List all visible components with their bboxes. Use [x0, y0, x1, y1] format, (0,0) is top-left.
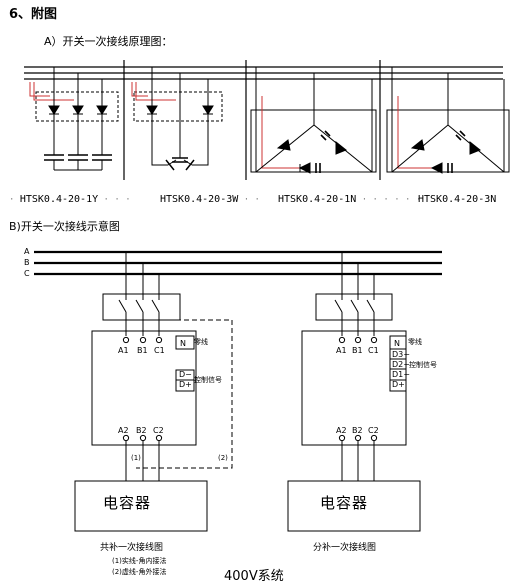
left-neutral: N [180, 339, 186, 348]
phase-label-a: A [24, 247, 30, 256]
scheme-1y [29, 67, 119, 171]
right-neutral: N [394, 339, 400, 348]
right-terminal-b2: B2 [352, 426, 363, 435]
left-unit [74, 252, 233, 532]
left-terminal-a2: A2 [118, 426, 129, 435]
phase-label-c: C [24, 269, 30, 278]
right-terminal-c1: C1 [368, 346, 379, 355]
left-neutral-label: 零线 [194, 338, 208, 346]
model-label-1: · HTSK0.4-20-1Y · · · [9, 194, 131, 205]
part-a-dividers [123, 60, 381, 180]
model-label-4: HTSK0.4-20-3N [418, 194, 497, 205]
scheme-3w [131, 67, 223, 171]
part-a-title: A）开关一次接线原理图： [44, 35, 173, 48]
left-control-label: 控制信号 [194, 376, 222, 384]
scheme-3n [386, 67, 510, 174]
left-terminal-a1: A1 [118, 346, 129, 355]
left-terminal-c1: C1 [154, 346, 165, 355]
part-a-busbars [24, 66, 503, 80]
right-signal-dplus: D+ [392, 380, 405, 389]
left-terminal-b2: B2 [136, 426, 147, 435]
right-terminal-a2: A2 [336, 426, 347, 435]
right-control-label: 控制信号 [409, 361, 437, 369]
left-terminal-c2: C2 [153, 426, 164, 435]
right-neutral-label: 零线 [408, 338, 422, 346]
right-terminal-b1: B1 [352, 346, 363, 355]
left-path-2: (2) [218, 454, 228, 462]
right-terminal-c2: C2 [368, 426, 379, 435]
model-label-2: HTSK0.4-20-3W · · [160, 194, 260, 205]
left-note-2: (2)虚线-角外接法 [112, 568, 167, 576]
section-title: 6、附图 [9, 7, 58, 22]
left-d-minus: D− [179, 370, 192, 379]
right-signal-d2: D2− [392, 360, 410, 369]
right-caption: 分补一次接线图 [313, 543, 377, 553]
scheme-1n [250, 67, 377, 174]
system-label: 400V系统 [224, 569, 284, 584]
right-capacitor-label: 电容器 [320, 494, 369, 512]
part-b-busbars [34, 250, 442, 276]
right-unit [287, 252, 421, 532]
phase-label-b: B [24, 258, 30, 267]
right-signal-d1: D1− [392, 370, 410, 379]
left-d-plus: D+ [179, 380, 192, 389]
left-capacitor-label: 电容器 [103, 494, 152, 512]
part-b-title: B)开关一次接线示意图 [9, 220, 120, 233]
left-path-1: (1) [131, 454, 141, 462]
model-label-3: HTSK0.4-20-1N · · · · · · [278, 194, 422, 205]
left-note-1: (1)实线-角内接法 [112, 557, 167, 565]
right-signal-d3: D3− [392, 350, 410, 359]
left-terminal-b1: B1 [137, 346, 148, 355]
left-caption: 共补一次接线图 [100, 543, 164, 553]
right-terminal-a1: A1 [336, 346, 347, 355]
